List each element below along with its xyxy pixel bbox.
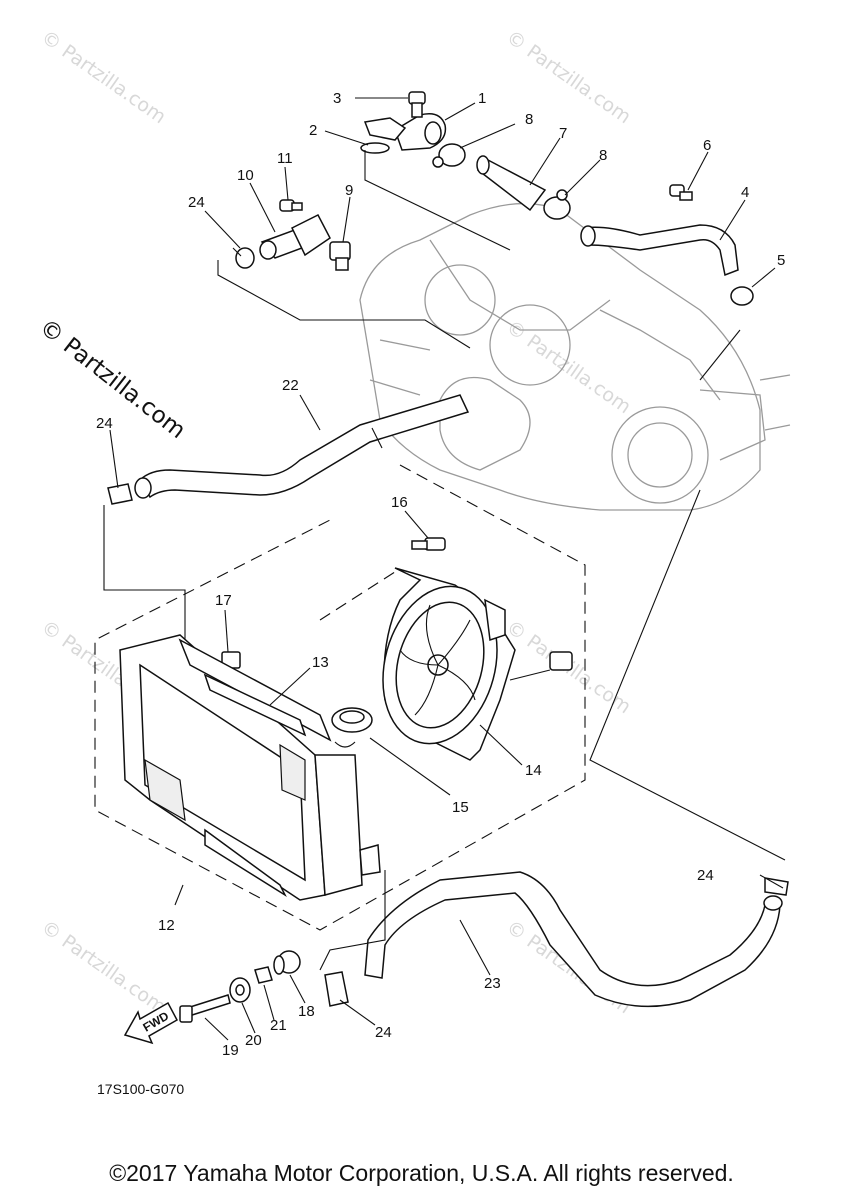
part-22-radiator-hose <box>134 394 470 499</box>
part-12-radiator <box>119 634 381 901</box>
part-21-collar <box>254 966 273 984</box>
callout-1: 1 <box>478 90 486 107</box>
diagram-reference-code: 17S100-G070 <box>97 1081 184 1097</box>
callout-14: 14 <box>525 762 542 779</box>
part-10-joint <box>259 213 331 260</box>
callout-18: 18 <box>298 1003 315 1020</box>
watermark: © Partzilla.com <box>37 916 170 1018</box>
part-24-hose-clamp-bottom <box>324 971 349 1007</box>
part-4-pipe <box>580 224 739 277</box>
callout-16: 16 <box>391 494 408 511</box>
part-18-grommet <box>273 950 301 975</box>
callout-19: 19 <box>222 1042 239 1059</box>
part-24-hose-clamp-left <box>107 483 133 505</box>
leader-lines <box>103 97 786 1041</box>
part-5-o-ring <box>730 286 754 306</box>
part-7-hose <box>476 155 547 212</box>
part-13-bracket <box>203 673 307 737</box>
part-6-bolt <box>669 184 693 201</box>
callout-12: 12 <box>158 917 175 934</box>
callout-24: 24 <box>375 1024 392 1041</box>
callout-8: 8 <box>525 111 533 128</box>
part-2-gasket <box>360 117 407 154</box>
callout-labels: 1 2 3 4 5 6 7 8 8 9 10 11 12 13 14 15 16… <box>96 90 785 1059</box>
part-20-washer <box>229 977 251 1003</box>
callout-5: 5 <box>777 252 785 269</box>
part-3-bolt <box>408 91 426 118</box>
callout-10: 10 <box>237 167 254 184</box>
callout-13: 13 <box>312 654 329 671</box>
part-1-hose-outlet <box>394 113 447 151</box>
copyright-notice: ©2017 Yamaha Motor Corporation, U.S.A. A… <box>109 1160 734 1186</box>
callout-11: 11 <box>277 150 293 167</box>
callout-4: 4 <box>741 184 749 201</box>
callout-2: 2 <box>309 122 317 139</box>
callout-24: 24 <box>188 194 205 211</box>
part-23-radiator-hose <box>364 871 783 1008</box>
watermark: © Partzilla.com <box>502 26 635 128</box>
callout-7: 7 <box>559 125 567 142</box>
engine-outline <box>359 202 791 511</box>
part-19-bolt <box>179 994 231 1023</box>
callout-3: 3 <box>333 90 341 107</box>
callout-24: 24 <box>697 867 714 884</box>
callout-20: 20 <box>245 1032 262 1049</box>
callout-9: 9 <box>345 182 353 199</box>
part-14-fan-motor <box>382 567 573 761</box>
part-9-thermo-switch <box>329 241 351 271</box>
callout-6: 6 <box>703 137 711 154</box>
part-8-hose-clamp <box>432 143 571 220</box>
assembly-boundary <box>94 464 586 931</box>
part-24-hose-clamp-right <box>764 877 789 896</box>
callout-15: 15 <box>452 799 469 816</box>
part-15-radiator-cap <box>331 707 373 748</box>
callout-21: 21 <box>270 1017 287 1034</box>
callout-23: 23 <box>484 975 501 992</box>
part-11-bolt <box>279 199 303 212</box>
callout-24: 24 <box>96 415 113 432</box>
part-16-bolt <box>411 537 446 551</box>
part-24-hose-clamp-top <box>232 247 255 269</box>
callout-8: 8 <box>599 147 607 164</box>
callout-22: 22 <box>282 377 299 394</box>
watermark: © Partzilla.com <box>37 26 170 128</box>
callout-17: 17 <box>215 592 232 609</box>
